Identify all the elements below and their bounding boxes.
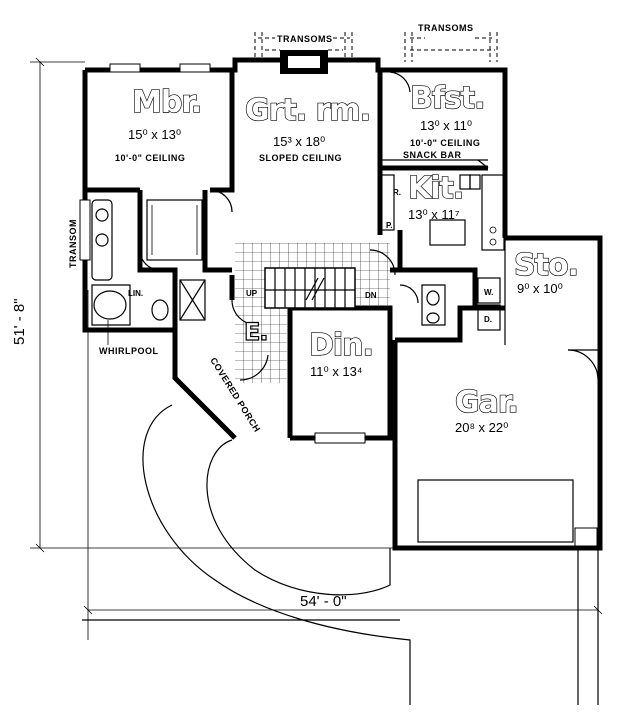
room-name-din: Din. <box>309 328 373 363</box>
room-size-din: 11⁰ x 13⁴ <box>310 364 362 379</box>
room-size-gar: 20⁸ x 22⁰ <box>455 420 508 435</box>
room-name-gar: Gar. <box>455 385 518 420</box>
label-whirlpool: WHIRLPOOL <box>99 346 159 356</box>
stairs <box>264 267 356 309</box>
label-washer: W. <box>484 288 493 297</box>
room-name-entry: E. <box>244 318 268 346</box>
room-name-bfst: Bfst. <box>410 81 485 116</box>
label-transoms-left: TRANSOMS <box>277 34 333 44</box>
room-sto: Sto. 9⁰ x 10⁰ <box>513 247 579 296</box>
room-din: Din. 11⁰ x 13⁴ <box>308 327 374 379</box>
room-size-sto: 9⁰ x 10⁰ <box>517 281 563 296</box>
room-ceiling-bfst: 10'-0" CEILING <box>410 138 480 148</box>
label-pantry: P. <box>386 221 393 230</box>
label-snack-bar: SNACK BAR <box>403 150 462 160</box>
room-name-sto: Sto. <box>514 248 578 283</box>
label-stairs-down: DN <box>365 291 377 300</box>
overall-depth: 51' - 8" <box>11 298 28 345</box>
room-name-mbr: Mbr. <box>132 85 201 120</box>
transom-windows-left <box>254 32 353 62</box>
doors <box>139 71 419 381</box>
room-kit: Kit. 13⁰ x 11⁷ <box>407 170 465 222</box>
transom-windows-right <box>404 32 498 62</box>
kitchen-fixtures <box>379 174 505 331</box>
room-name-grt: Grt. rm. <box>245 93 370 128</box>
label-transoms-right: TRANSOMS <box>418 23 474 33</box>
windows <box>79 63 366 444</box>
room-grt: Grt. rm. 15³ x 18⁰ SLOPED CEILING <box>244 92 371 163</box>
room-ceiling-grt: SLOPED CEILING <box>259 153 342 163</box>
label-linen: LIN. <box>128 289 143 298</box>
room-bfst: Bfst. 13⁰ x 11⁰ 10'-0" CEILING <box>409 80 486 148</box>
room-size-grt: 15³ x 18⁰ <box>273 134 325 149</box>
bath-fixtures <box>91 199 446 326</box>
overall-width: 54' - 0" <box>300 593 347 610</box>
room-gar: Gar. 20⁸ x 22⁰ <box>454 384 519 435</box>
label-dryer: D. <box>484 315 492 324</box>
garage <box>392 235 603 551</box>
fireplace <box>280 50 328 74</box>
room-size-bfst: 13⁰ x 11⁰ <box>420 118 472 133</box>
room-size-kit: 13⁰ x 11⁷ <box>408 207 460 222</box>
label-refrigerator: R. <box>393 188 401 197</box>
dimension-lines <box>30 57 603 640</box>
room-mbr: Mbr. 15⁰ x 13⁰ 10'-0" CEILING <box>115 84 203 163</box>
walkway <box>82 404 599 705</box>
room-size-mbr: 15⁰ x 13⁰ <box>128 127 181 142</box>
label-stairs-up: UP <box>246 289 258 298</box>
room-name-kit: Kit. <box>408 171 463 206</box>
label-transom-side: TRANSOM <box>68 219 78 268</box>
room-ceiling-mbr: 10'-0" CEILING <box>115 153 185 163</box>
